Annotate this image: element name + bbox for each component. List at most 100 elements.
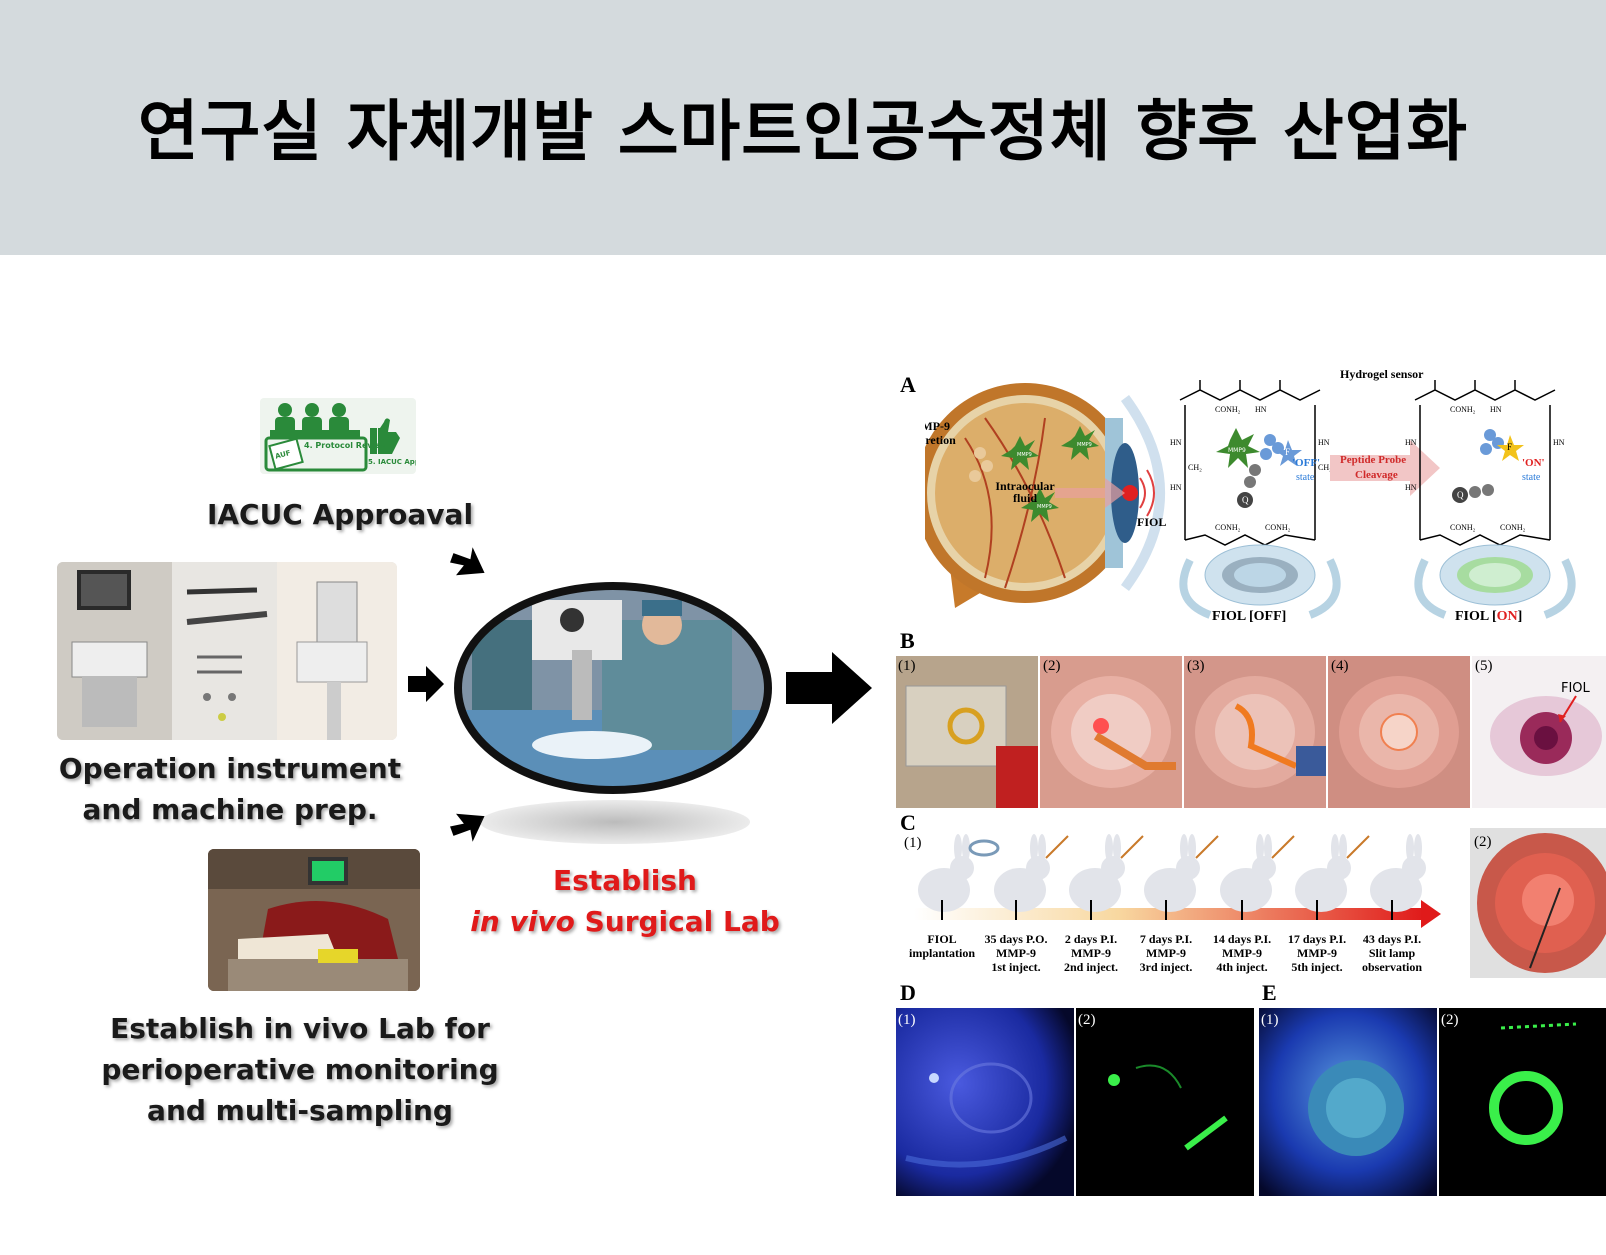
center-caption-line1: Establish bbox=[553, 864, 697, 897]
mmp-small-label-1: MMP9 bbox=[1017, 452, 1032, 458]
hn-label-7: HN bbox=[1405, 483, 1417, 492]
mmp-secretion-label-2: secretion bbox=[925, 433, 956, 447]
timeline-label-3-l3: 2nd inject. bbox=[1064, 960, 1118, 974]
panel-c-num-1: (1) bbox=[904, 835, 922, 851]
header-bar: 연구실 자체개발 스마트인공수정체 향후 산업화 bbox=[0, 0, 1606, 255]
operation-caption-line1: Operation instrument bbox=[58, 752, 402, 785]
panel-e-num-2: (2) bbox=[1441, 1012, 1459, 1028]
panel-d-num-2: (2) bbox=[1078, 1012, 1096, 1028]
hn-label-4: HN bbox=[1318, 438, 1330, 447]
hydrogel-sensor-label: Hydrogel sensor bbox=[1340, 367, 1424, 381]
fiol-eye-label: FIOL bbox=[1137, 515, 1166, 529]
timeline-label-2-l3: 1st inject. bbox=[991, 960, 1041, 974]
big-arrow-right-icon bbox=[786, 652, 872, 724]
center-caption-italic: in vivo bbox=[470, 905, 575, 938]
svg-text:FIOL [OFF]: FIOL [OFF] bbox=[1212, 609, 1286, 624]
fluor-f-label-2: F bbox=[1507, 442, 1512, 452]
timeline-label-6-l3: 5th inject. bbox=[1291, 960, 1343, 974]
quencher-q-label-2: Q bbox=[1457, 490, 1464, 500]
center-caption-line2: in vivo Surgical Lab bbox=[450, 905, 800, 938]
off-state-label: 'OFF' bbox=[1292, 457, 1320, 469]
ch2-label-1: CH₂ bbox=[1188, 463, 1202, 472]
arrow-up-right-icon bbox=[450, 813, 485, 842]
mmp-small-label-4: MMP9 bbox=[1228, 447, 1246, 454]
panel-d-letter: D bbox=[900, 980, 916, 1005]
iacuc-approval-label: IACUC Approaval bbox=[206, 498, 474, 531]
timeline-label-7-l1: 43 days P.I. bbox=[1362, 932, 1422, 946]
timeline-label-4-l3: 3rd inject. bbox=[1139, 960, 1193, 974]
fluor-f-label-1: F bbox=[1285, 447, 1290, 457]
timeline-label-4-l2: MMP-9 bbox=[1146, 946, 1186, 960]
hn-label-6: HN bbox=[1405, 438, 1417, 447]
panel-b-num-2: (2) bbox=[1043, 658, 1061, 674]
timeline-label-2-l2: MMP-9 bbox=[996, 946, 1036, 960]
hn-label-2: HN bbox=[1170, 438, 1182, 447]
panel-d-num-1: (1) bbox=[898, 1012, 916, 1028]
hydrogel-sensor-diagram: Hydrogel sensor CONH₂ HN HN HN HN CH₂ CH… bbox=[1170, 367, 1576, 624]
on-state-label: 'ON' bbox=[1522, 457, 1545, 469]
timeline-label-5-l1: 14 days P.I. bbox=[1212, 932, 1272, 946]
hn-label-1: HN bbox=[1255, 405, 1267, 414]
panel-a-letter: A bbox=[900, 372, 916, 397]
timeline-label-3-l2: MMP-9 bbox=[1071, 946, 1111, 960]
iacuc-badge-icon: 4. Protocol Review 5. IACUC Approval AUF bbox=[260, 398, 416, 474]
hn-label-3: HN bbox=[1170, 483, 1182, 492]
vivo-caption-line2: perioperative monitoring bbox=[101, 1053, 499, 1086]
conh2-label-3: CONH₂ bbox=[1265, 523, 1291, 532]
timeline-label-5-l2: MMP-9 bbox=[1222, 946, 1262, 960]
panel-c-timeline bbox=[914, 834, 1441, 928]
svg-text:FIOL [ON]: FIOL [ON] bbox=[1455, 609, 1522, 624]
panel-b-num-3: (3) bbox=[1187, 658, 1205, 674]
arrow-right-icon bbox=[408, 666, 444, 702]
timeline-label-2-l1: 35 days P.O. bbox=[984, 932, 1048, 946]
panel-e-num-1: (1) bbox=[1261, 1012, 1279, 1028]
cleavage-label: Cleavage bbox=[1355, 469, 1398, 481]
arrow-down-right-icon bbox=[450, 547, 485, 576]
timeline-label-1-l2: implantation bbox=[908, 946, 975, 960]
intraocular-label-1: Intraocular bbox=[995, 479, 1055, 493]
off-state-sub-label: state bbox=[1296, 472, 1315, 483]
panel-b-fiol-label: FIOL bbox=[1561, 681, 1591, 696]
timeline-label-6-l2: MMP-9 bbox=[1297, 946, 1337, 960]
badge-protocol-label: 4. Protocol Review bbox=[304, 441, 389, 450]
operation-instrument-photo bbox=[57, 562, 397, 740]
surgical-lab-photo bbox=[454, 582, 772, 794]
mmp-small-label-2: MMP9 bbox=[1077, 442, 1092, 448]
panel-c-letter: C bbox=[900, 810, 916, 835]
conh2-label-5: CONH₂ bbox=[1450, 523, 1476, 532]
fiol-on-label-c: ] bbox=[1518, 609, 1523, 624]
panel-c-photo-2 bbox=[1470, 828, 1606, 978]
surgical-photo-shadow bbox=[480, 800, 750, 844]
conh2-label-2: CONH₂ bbox=[1215, 523, 1241, 532]
mmp-secretion-label-1: MMP-9 bbox=[925, 419, 950, 433]
panel-b-num-4: (4) bbox=[1331, 658, 1349, 674]
ch2-label-2: CH₂ bbox=[1318, 463, 1332, 472]
fiol-on-label-b: ON bbox=[1497, 609, 1518, 624]
panel-b-letter: B bbox=[900, 628, 915, 653]
timeline-label-7-l2: Slit lamp bbox=[1368, 946, 1416, 960]
fiol-off-label-c: ] bbox=[1282, 609, 1287, 624]
on-state-sub-label: state bbox=[1522, 472, 1541, 483]
peptide-probe-label: Peptide Probe bbox=[1340, 454, 1406, 466]
eye-diagram: MMP-9 secretion Intraocular fluid FIOL M… bbox=[925, 383, 1166, 608]
hn-label-8: HN bbox=[1553, 438, 1565, 447]
mmp-small-label-3: MMP9 bbox=[1037, 504, 1052, 510]
timeline-label-6-l1: 17 days P.I. bbox=[1287, 932, 1347, 946]
timeline-label-5-l3: 4th inject. bbox=[1216, 960, 1268, 974]
hn-label-5: HN bbox=[1490, 405, 1502, 414]
quencher-q-label: Q bbox=[1242, 495, 1249, 505]
timeline-label-1-l1: FIOL bbox=[927, 932, 957, 946]
panel-d-e-photos bbox=[896, 1008, 1606, 1196]
vivo-caption-line1: Establish in vivo Lab for bbox=[110, 1012, 490, 1045]
operation-caption-line2: and machine prep. bbox=[82, 793, 378, 826]
fiol-on-label-a: FIOL [ bbox=[1455, 609, 1497, 624]
timeline-label-3-l1: 2 days P.I. bbox=[1064, 932, 1118, 946]
timeline-label-7-l3: observation bbox=[1362, 960, 1422, 974]
timeline-label-4-l1: 7 days P.I. bbox=[1139, 932, 1193, 946]
